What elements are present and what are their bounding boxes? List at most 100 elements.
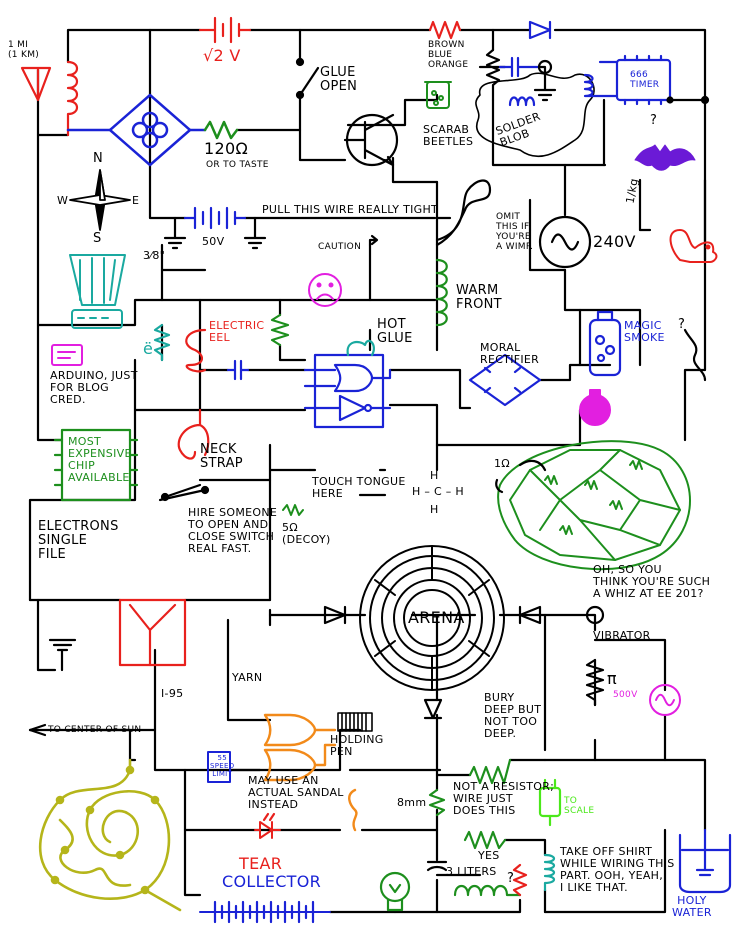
resistor-120-label: 120Ω <box>204 139 248 158</box>
voltage-sqrt2: √2 V <box>203 46 241 65</box>
smoke-question: ? <box>678 317 686 332</box>
battery-50v <box>163 206 267 250</box>
center-sun-arrow <box>28 723 47 737</box>
whiz-label: OH, SO YOU THINK YOU'RE SUCH A WHIZ AT E… <box>593 563 711 600</box>
resistor-green-vertical <box>270 313 290 347</box>
potentiometer <box>478 48 507 102</box>
potion-bottle-icon <box>588 310 622 377</box>
omit-label: OMIT THIS IF YOU'RE A WIMP. <box>496 212 534 252</box>
electric-eel <box>185 328 207 373</box>
chip-label: MOST EXPENSIVE CHIP AVAILABLE <box>68 435 132 484</box>
hot-glue-label: HOT GLUE <box>377 317 413 346</box>
five-ohm-label: 5Ω (DECOY) <box>282 521 331 546</box>
five-hundred-v-label: 500V <box>613 690 638 700</box>
tight-wire-loop <box>435 179 492 247</box>
bury-label: BURY DEEP BUT NOT TOO DEEP. <box>484 691 542 740</box>
diode-right <box>518 605 542 625</box>
capacitor-3l <box>426 860 448 872</box>
diode-down <box>423 698 443 720</box>
beaker-icon <box>678 828 732 894</box>
touch-tongue-label: TOUCH TONGUE HERE <box>312 475 406 500</box>
ac-500v <box>649 684 681 716</box>
ground-left <box>48 638 77 672</box>
compass-e: E <box>132 194 140 207</box>
three-eighths-label: 3⁄8" <box>143 249 166 262</box>
moral-rectifier-label: MORAL RECTIFIER <box>480 341 540 366</box>
timer-question: ? <box>650 113 658 128</box>
bat-icon <box>634 144 696 171</box>
fifty-v-label: 50V <box>202 235 225 248</box>
capacitor-mid <box>226 359 250 381</box>
speed-limit-sign <box>207 751 231 783</box>
to-scale-label: TO SCALE <box>564 796 595 816</box>
yarn-label: YARN <box>232 671 263 684</box>
neck-strap <box>177 408 210 460</box>
center-sun-label: TO CENTER OF SUN <box>48 725 142 735</box>
tear-label: TEAR <box>239 854 283 873</box>
caution-wire <box>368 234 379 247</box>
wire-squiggle <box>683 328 707 382</box>
hire-switch <box>163 483 202 499</box>
moral-rectifier <box>468 353 542 407</box>
pi-label: π <box>607 669 617 688</box>
inductor-teal <box>543 853 556 892</box>
antenna-icon <box>20 66 52 102</box>
e-umlaut-label: ë <box>143 339 154 358</box>
or-to-taste-label: OR TO TASTE <box>206 160 269 170</box>
warm-front-label: WARM FRONT <box>456 283 502 312</box>
take-off-shirt-label: TAKE OFF SHIRT WHILE WIRING THIS PART. O… <box>560 845 675 894</box>
glue-open-label: GLUE OPEN <box>320 65 358 94</box>
pi-resistor <box>585 658 605 707</box>
caution-label: CAUTION <box>318 242 362 252</box>
not-resistor-label: NOT A RESISTOR; WIRE JUST DOES THIS <box>453 780 555 817</box>
one-ohm-arrow <box>495 459 547 494</box>
eight-mm-label: 8mm <box>397 796 427 809</box>
arena-icon <box>359 545 505 691</box>
v240-label: 240V <box>593 232 636 251</box>
compass-n: N <box>93 151 104 166</box>
lightbulb-icon <box>379 871 411 912</box>
compass-w: W <box>57 194 69 207</box>
compass-icon <box>69 169 131 231</box>
sandal-gates <box>263 713 358 832</box>
capacitor-blue <box>498 56 542 78</box>
not-a-resistor <box>428 788 446 817</box>
resistor-red-bottom <box>512 863 528 897</box>
resistor-top-red <box>428 20 462 40</box>
yes-label: YES <box>478 849 500 862</box>
electric-eel-label: ELECTRIC EEL <box>209 319 265 344</box>
resistor-colors-label: BROWN BLUE ORANGE <box>428 40 469 70</box>
inductor-bottom <box>453 884 522 897</box>
i95-junction <box>118 598 187 667</box>
coil-question: ? <box>507 871 515 886</box>
transistor <box>343 113 399 167</box>
neck-strap-label: NECK STRAP <box>200 442 243 471</box>
timer-label: 666 TIMER <box>630 70 660 90</box>
resistor-yes <box>463 830 507 850</box>
arena-label: ARENA <box>408 608 465 627</box>
methane-h-top: H <box>430 469 439 482</box>
collector-label: COLLECTOR <box>222 872 322 891</box>
resistor-network <box>497 440 691 571</box>
diode-top <box>528 20 552 40</box>
timer-666 <box>583 54 672 106</box>
holding-pen <box>337 712 373 732</box>
inductor-left <box>66 60 79 137</box>
squirrel-icon <box>669 229 718 263</box>
compass-s: S <box>93 231 102 246</box>
diode-bridge-blue <box>66 93 207 167</box>
sun-tangle <box>38 758 182 912</box>
holy-water-label: HOLY WATER <box>672 894 712 919</box>
glue-switch <box>298 66 320 97</box>
methane-h-bottom: H <box>430 503 439 516</box>
resistor-5ohm <box>282 504 304 516</box>
scarab-jar <box>424 81 452 109</box>
squirrel-wire <box>638 178 652 232</box>
magic-smoke-label: MAGIC SMOKE <box>624 319 665 344</box>
hire-someone-label: HIRE SOMEONE TO OPEN AND CLOSE SWITCH RE… <box>188 506 278 555</box>
tear-collector <box>199 812 331 924</box>
motor-to-scale <box>538 778 562 827</box>
electrons-label: ELECTRONS SINGLE FILE <box>38 519 119 562</box>
